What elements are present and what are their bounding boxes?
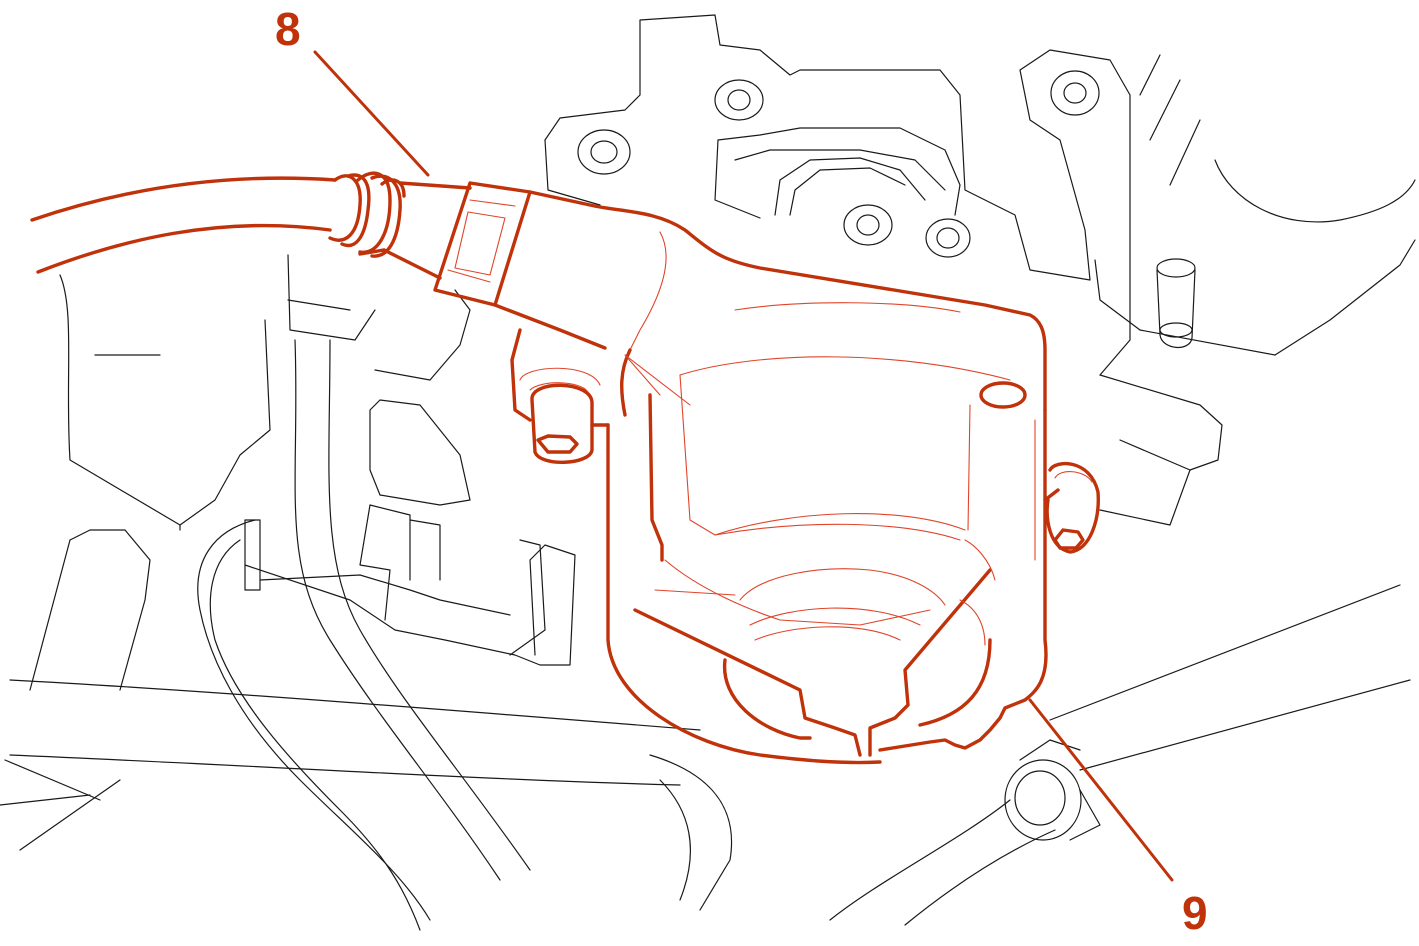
- callout-label-9: 9: [1182, 887, 1208, 939]
- sensor-housing: [510, 302, 1100, 765]
- sensor-cable-assembly: [30, 171, 1047, 412]
- callout-8-leader: [313, 50, 430, 177]
- engine-background-lineart: [0, 14, 1416, 931]
- callout-label-8: 8: [275, 3, 301, 55]
- callout-9-leader: [1028, 698, 1174, 882]
